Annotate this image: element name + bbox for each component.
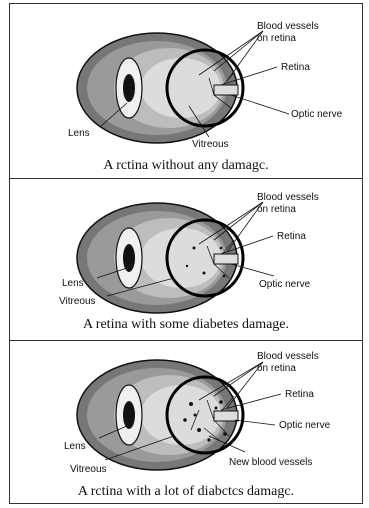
label-lens: Lens [62, 278, 84, 289]
label-blood-vessels-line1: Blood vessels [257, 21, 319, 32]
label-retina: Retina [281, 62, 310, 73]
caption-healthy: A rctina without any damagc. [9, 158, 363, 174]
label-retina: Retina [285, 389, 314, 400]
label-blood-vessels-line2: on retina [257, 33, 296, 44]
optic-nerve-shape [214, 254, 238, 264]
label-blood-vessels-line1: Blood vessels [257, 192, 319, 203]
eye-diagram-some-damage: Blood vessels on retina Retina Optic ner… [9, 178, 363, 340]
label-blood-vessels-line2: on retina [257, 363, 296, 374]
label-optic-nerve: Optic nerve [291, 109, 343, 120]
cornea-lens [116, 385, 142, 445]
panel-severe-damage: Blood vessels on retina Retina Optic ner… [9, 340, 363, 504]
label-vitreous: Vitreous [59, 296, 96, 307]
optic-nerve-shape [214, 411, 238, 421]
label-vitreous: Vitreous [192, 139, 229, 150]
panel-healthy-retina: Blood vessels on retina Retina Optic ner… [9, 3, 363, 178]
caption-some-damage: A retina with some diabetes damage. [9, 317, 363, 333]
panel-some-damage: Blood vessels on retina Retina Optic ner… [9, 178, 363, 340]
label-optic-nerve: Optic nerve [259, 279, 311, 290]
cornea-lens [116, 228, 142, 288]
label-lens: Lens [64, 441, 86, 452]
label-blood-vessels-line1: Blood vessels [257, 351, 319, 362]
label-new-blood-vessels: New blood vessels [229, 457, 312, 468]
label-vitreous: Vitreous [70, 464, 107, 475]
label-lens: Lens [68, 128, 90, 139]
eye-diagram-healthy: Blood vessels on retina Retina Optic ner… [9, 3, 363, 178]
caption-severe-damage: A rctina with a lot of diabctcs damagc. [9, 484, 363, 500]
eye-diagram-severe-damage: Blood vessels on retina Retina Optic ner… [9, 340, 363, 504]
label-blood-vessels-line2: on retina [257, 204, 296, 215]
optic-nerve-shape [214, 85, 238, 95]
label-retina: Retina [277, 231, 306, 242]
label-optic-nerve: Optic nerve [279, 420, 331, 431]
